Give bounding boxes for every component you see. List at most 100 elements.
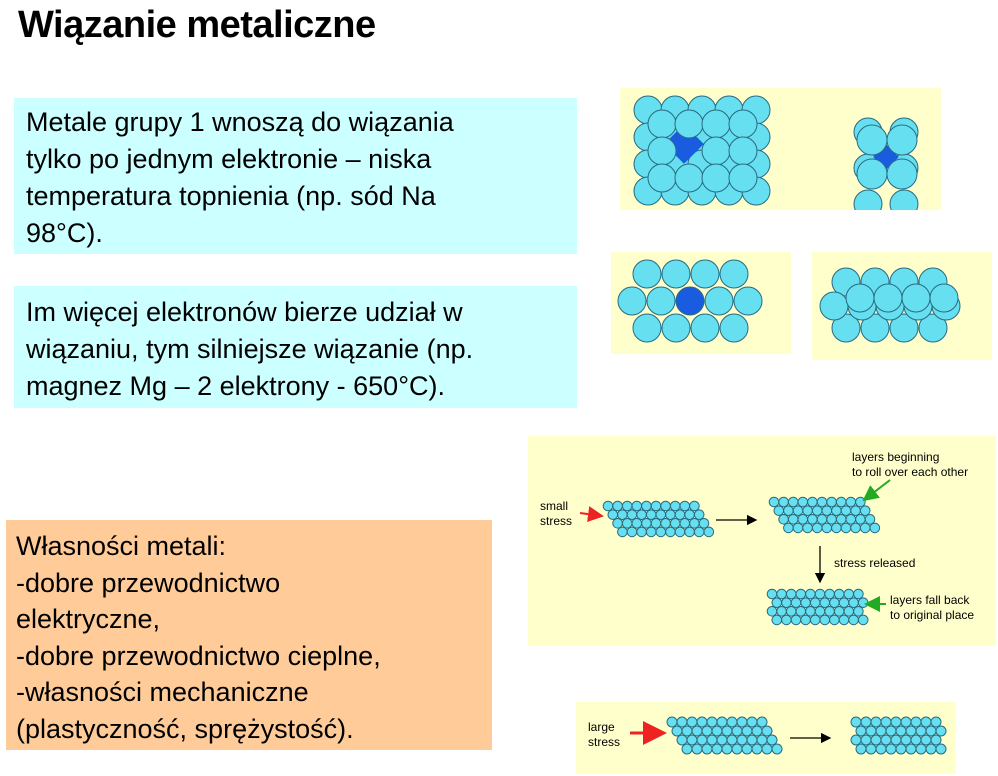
sphere [617, 286, 647, 316]
sphere [819, 291, 849, 321]
sphere [829, 597, 840, 608]
sphere [831, 522, 842, 534]
sphere [778, 513, 789, 525]
sphere [845, 496, 857, 508]
sphere [781, 614, 792, 626]
sphere [679, 500, 691, 512]
text-line: tylko po jednym elektronie – niska [26, 144, 432, 174]
small-stress-label: stress [540, 514, 572, 528]
sphere [838, 597, 850, 608]
sphere [711, 743, 723, 755]
large-stress-label: large [588, 720, 615, 734]
sphere [761, 725, 773, 737]
sphere [855, 743, 867, 755]
sphere [886, 158, 918, 190]
sphere [795, 605, 807, 617]
sphere [929, 283, 959, 313]
sphere [733, 286, 763, 316]
text-line: Im więcej elektronów bierze udział w [26, 297, 463, 327]
sphere [880, 716, 892, 728]
sphere [706, 734, 718, 746]
sphere [726, 716, 738, 728]
sphere [690, 313, 720, 343]
sphere [602, 500, 614, 512]
sphere [681, 743, 693, 755]
large-stress-label: stress [588, 735, 620, 749]
sphere [696, 734, 708, 746]
sphere [859, 522, 871, 534]
sphere [857, 597, 869, 608]
sphere [855, 496, 866, 508]
sphere [641, 517, 652, 529]
sphere [617, 526, 628, 538]
sphere [669, 517, 681, 529]
sphere [824, 588, 835, 600]
sphere [728, 109, 758, 139]
sphere [873, 283, 903, 313]
sphere [886, 124, 918, 156]
sphere [869, 522, 881, 534]
sphere [860, 734, 872, 746]
sphere [860, 716, 872, 728]
sphere [831, 505, 842, 516]
sphere [674, 526, 686, 538]
sphere [731, 743, 743, 755]
page-title: Wiązanie metaliczne [18, 4, 376, 46]
sphere [726, 734, 738, 746]
sphere [809, 597, 821, 608]
lattice-panel-3 [812, 252, 992, 360]
more-electrons-textbox: Im więcej elektronów bierze udział w wią… [14, 286, 577, 408]
sphere [645, 526, 657, 538]
sphere [690, 259, 720, 289]
sphere [802, 522, 813, 534]
sphere [850, 522, 861, 534]
sphere-layers-restored [766, 588, 869, 626]
text-line: Własności metali: [16, 531, 227, 561]
sphere [807, 513, 818, 525]
sphere [811, 505, 823, 516]
sphere [689, 500, 700, 512]
sphere [698, 517, 710, 529]
sphere [661, 313, 691, 343]
sphere [889, 189, 919, 210]
sphere [721, 743, 733, 755]
fall-back-note: layers fall back [890, 593, 970, 607]
sphere [864, 513, 876, 525]
sphere [671, 725, 683, 737]
sphere [766, 588, 778, 600]
sphere [701, 743, 713, 755]
sphere [925, 743, 937, 755]
sphere [684, 509, 695, 520]
sphere [636, 509, 647, 520]
sphere [731, 725, 743, 737]
sphere [900, 716, 912, 728]
sphere [741, 725, 753, 737]
sphere [665, 509, 676, 520]
sphere [636, 526, 647, 538]
sphere [816, 513, 828, 525]
text-line: temperatura topnienia (np. sód Na [26, 181, 436, 211]
lattice-diagram-1 [633, 95, 919, 210]
sphere [701, 163, 731, 193]
sphere [684, 526, 695, 538]
sphere [880, 734, 892, 746]
sphere [855, 725, 867, 737]
sphere [838, 614, 850, 626]
sphere [766, 734, 778, 746]
sphere [621, 500, 633, 512]
sphere-layers-initial [602, 500, 715, 538]
sphere [674, 163, 704, 193]
sphere [721, 725, 733, 737]
sphere [728, 163, 758, 193]
sphere [802, 505, 813, 516]
sphere [701, 109, 731, 139]
sphere [612, 517, 623, 529]
sphere [665, 526, 676, 538]
sphere [848, 614, 859, 626]
sphere [647, 109, 677, 139]
text-line: -dobre przewodnictwo cieplne, [16, 640, 381, 671]
sphere [855, 513, 866, 525]
sphere [856, 124, 888, 156]
metal-properties-textbox: Własności metali: -dobre przewodnictwo e… [6, 520, 492, 750]
sphere [900, 734, 912, 746]
